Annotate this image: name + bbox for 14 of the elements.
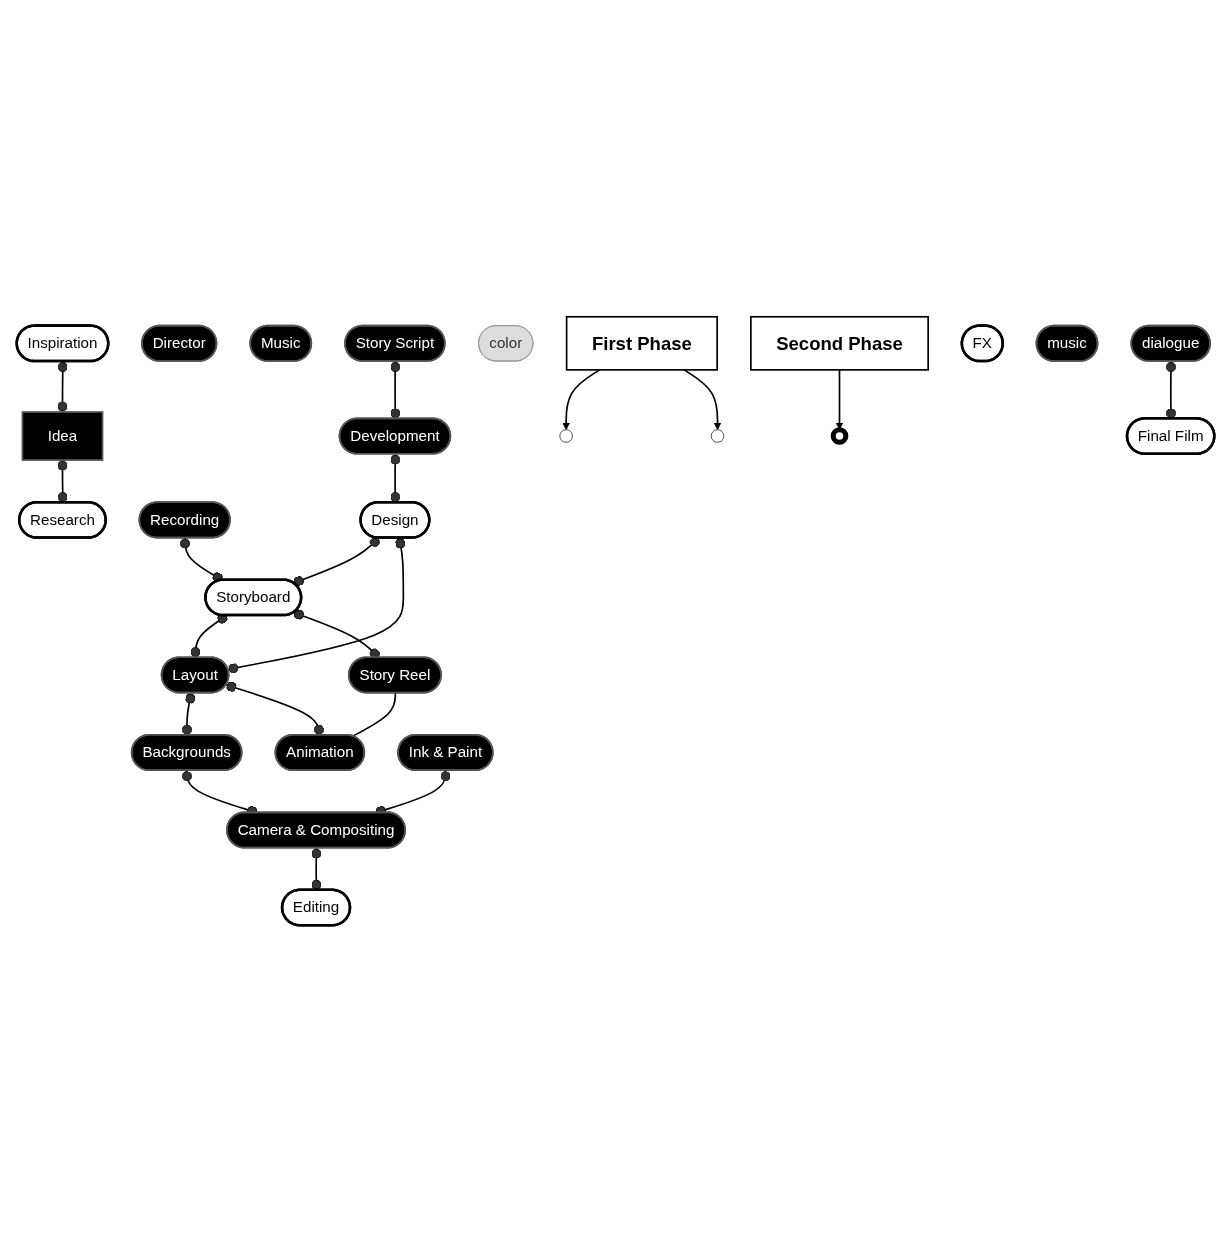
connector — [292, 609, 380, 659]
connector — [351, 692, 397, 737]
node-box: First Phase — [565, 315, 718, 371]
node-ellipse — [830, 427, 849, 445]
arrow — [683, 369, 722, 431]
arrow — [562, 369, 601, 431]
node-box: Second Phase — [750, 315, 929, 371]
connector — [227, 537, 406, 674]
connector — [390, 360, 401, 420]
node-circle — [710, 429, 725, 443]
connector — [292, 536, 380, 587]
node-circle — [559, 429, 573, 443]
connector — [179, 537, 224, 583]
node-box: Idea — [21, 411, 104, 461]
